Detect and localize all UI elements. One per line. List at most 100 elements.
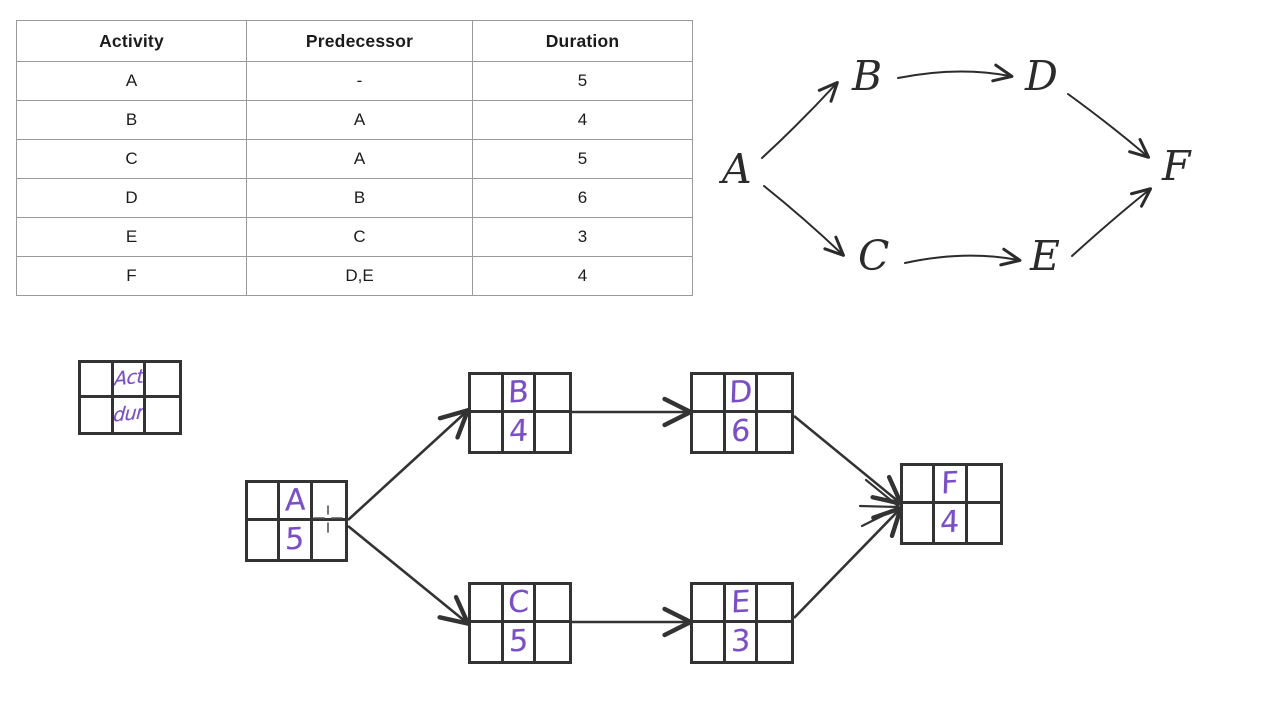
node-D-activity: D [728,375,753,411]
node-B-cell-ls [471,413,504,451]
table-row: E C 3 [16,217,693,257]
node-C-cell-activity: C [503,585,537,623]
aon-edge-D-F [793,414,904,506]
node-F-cell-es [903,466,936,504]
sketch-edge-D-F [1067,93,1151,159]
sketch-node-F: F [1161,142,1192,190]
node-B-cell-es [471,375,504,413]
node-F-cell-ef [967,466,1000,504]
cell-predecessor: D,E [246,256,473,296]
table-header-row: Activity Predecessor Duration [16,20,693,62]
table-row: D B 6 [16,178,693,218]
aon-node-A[interactable]: A 5 [245,480,348,562]
node-E-cell-duration: 3 [726,623,759,661]
sketch-node-B: B [851,52,882,100]
node-D-cell-lf [758,413,791,451]
sketch-node-D: D [1024,52,1058,100]
node-A-cell-duration: 5 [280,521,313,559]
table-row: F D,E 4 [16,256,693,296]
sketch-edge-C-E [904,247,1022,267]
aon-convergence-ticks [858,478,900,528]
cell-duration: 4 [472,256,693,296]
node-C-cell-es [471,585,504,623]
cell-predecessor: - [246,61,473,101]
sketch-edge-B-D [897,63,1014,83]
cell-predecessor: A [246,139,473,179]
sketch-edge-A-C [763,185,845,257]
node-F-duration: 4 [939,504,961,541]
node-C-activity: C [507,585,530,621]
node-E-cell-activity: E [725,585,759,623]
cell-activity: F [16,256,247,296]
sketch-network-diagram: A B C D E F [700,18,1260,288]
cell-predecessor: C [246,217,473,257]
node-B-cell-lf [536,413,569,451]
legend-duration-label: dur [113,401,145,427]
node-D-duration: 6 [730,413,751,450]
cell-duration: 4 [472,100,693,140]
node-F-cell-activity: F [935,466,968,504]
legend-cell-ef [146,363,179,398]
node-E-cell-es [693,585,726,623]
node-B-activity: B [507,375,530,411]
node-C-cell-lf [536,623,569,661]
node-F-cell-duration: 4 [935,504,968,542]
aon-node-D[interactable]: D 6 [690,372,794,454]
node-D-cell-ef [758,375,791,413]
node-A-cell-ls [248,521,281,559]
node-B-cell-ef [536,375,569,413]
node-A-duration: 5 [284,521,306,558]
node-E-cell-ef [758,585,791,623]
node-B-cell-duration: 4 [504,413,537,451]
node-D-cell-duration: 6 [726,413,759,451]
node-F-cell-lf [968,504,1000,542]
node-B-duration: 4 [508,413,529,450]
node-B-cell-activity: B [503,375,537,413]
aon-node-F[interactable]: F 4 [900,463,1003,545]
node-F-activity: F [940,466,960,502]
node-E-cell-lf [758,623,791,661]
aon-node-C[interactable]: C 5 [468,582,572,664]
node-A-cell-lf [313,521,345,559]
node-E-cell-ls [693,623,726,661]
node-F-cell-ls [903,504,936,542]
aon-node-B[interactable]: B 4 [468,372,572,454]
aon-edge-E-F [793,505,904,619]
legend-cell-duration: dur [113,397,147,432]
legend-cell-es [81,363,114,398]
node-D-cell-ls [693,413,726,451]
aon-edge-A-C [347,524,471,626]
legend-cell-lf [146,398,179,433]
node-E-activity: E [730,585,751,621]
cell-activity: E [16,217,247,257]
node-C-cell-ls [471,623,504,661]
cell-predecessor: A [246,100,473,140]
column-header-activity: Activity [16,20,247,62]
node-C-cell-ef [536,585,569,623]
cell-activity: B [16,100,247,140]
table-row: A - 5 [16,61,693,101]
sketch-edge-E-F [1071,187,1153,257]
aon-node-E[interactable]: E 3 [690,582,794,664]
aon-node-diagram: Act dur A 5 B [0,330,1280,720]
cell-duration: 5 [472,139,693,179]
sketch-node-A: A [718,145,752,193]
table-row: C A 5 [16,139,693,179]
cell-activity: C [16,139,247,179]
node-D-cell-activity: D [725,375,759,413]
node-C-duration: 5 [508,623,529,660]
cell-activity: D [16,178,247,218]
column-header-duration: Duration [472,20,693,62]
node-A-cell-activity: A [280,483,313,521]
node-A-activity: A [284,483,306,519]
cell-activity: A [16,61,247,101]
legend-activity-label: Act [113,365,144,391]
legend-cell-activity: Act [113,363,147,398]
aon-edge-A-B [347,408,471,521]
node-D-cell-es [693,375,726,413]
activity-precedence-table: Activity Predecessor Duration A - 5 B A … [16,20,693,296]
node-E-duration: 3 [730,623,751,660]
sketch-node-E: E [1029,232,1060,280]
cell-predecessor: B [246,178,473,218]
